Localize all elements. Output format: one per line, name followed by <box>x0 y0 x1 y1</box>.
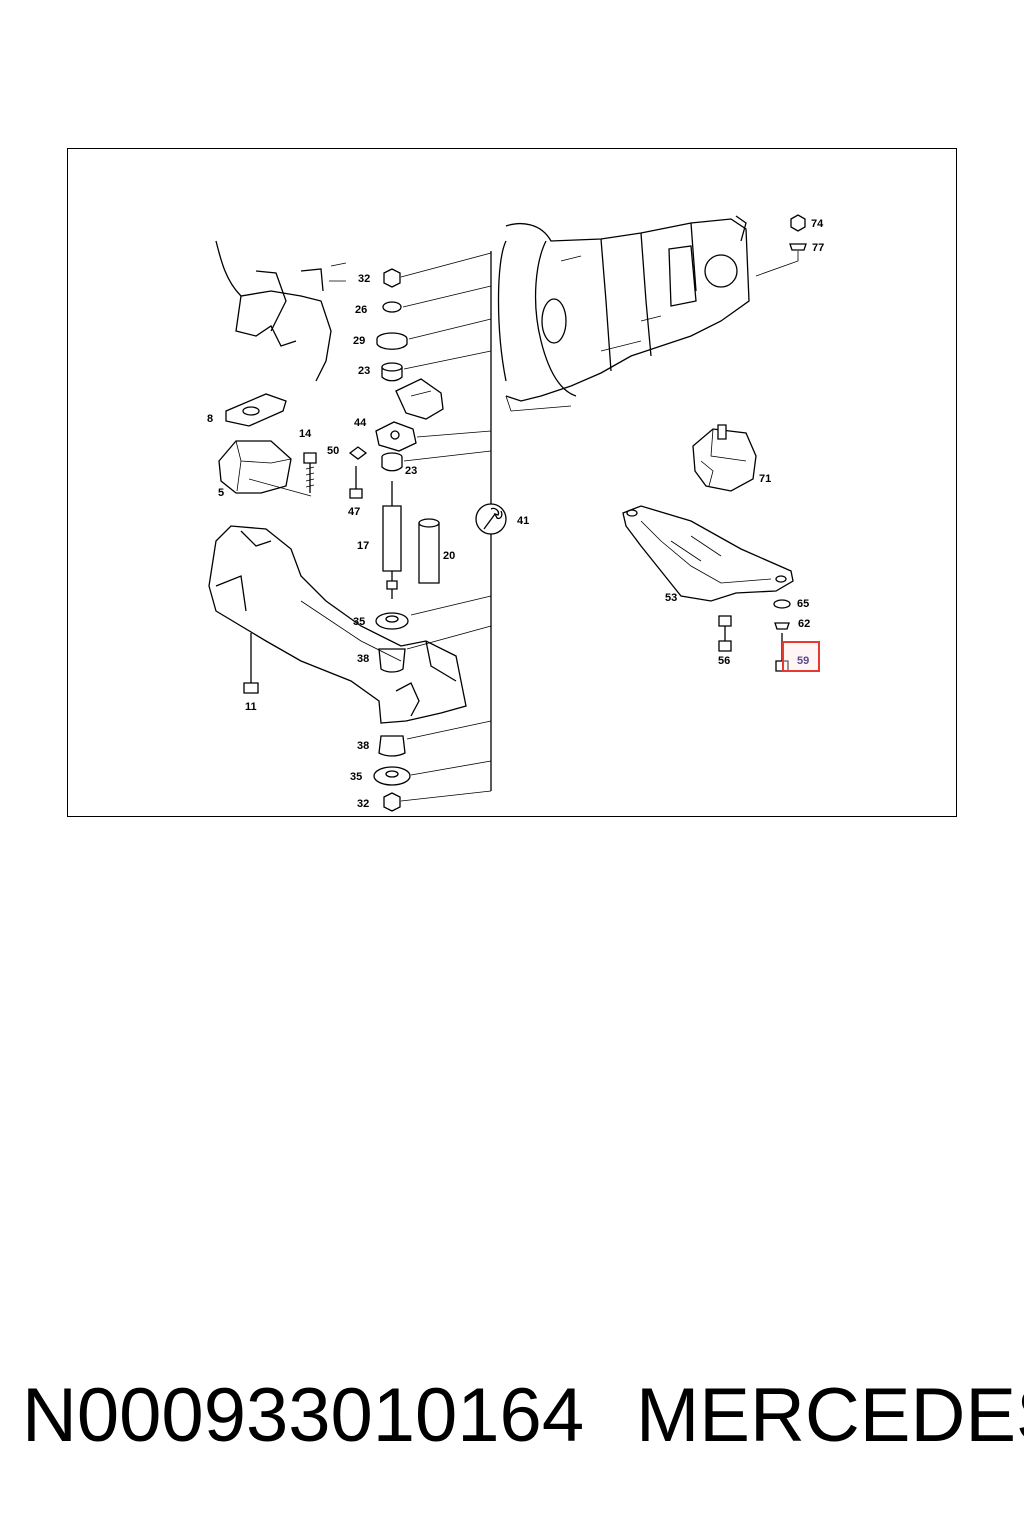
callout-35-upper: 35 <box>353 616 365 628</box>
callout-5: 5 <box>218 487 224 499</box>
callout-23-upper: 23 <box>358 365 370 377</box>
callout-71: 71 <box>759 473 771 485</box>
callout-62: 62 <box>798 618 810 630</box>
callout-59: 59 <box>797 655 809 667</box>
callout-35-lower: 35 <box>350 771 362 783</box>
mount-parts-left <box>218 393 317 494</box>
callout-47: 47 <box>348 506 360 518</box>
callout-74: 74 <box>811 218 824 230</box>
diagram-frame: 74 77 32 26 29 23 8 44 14 50 23 5 47 71 … <box>67 148 957 817</box>
callout-50: 50 <box>327 445 339 457</box>
wrench-icon <box>475 503 507 535</box>
callout-56: 56 <box>718 655 730 667</box>
callout-38-lower: 38 <box>357 740 369 752</box>
center-parts-stack <box>348 268 440 812</box>
callout-32-top: 32 <box>358 273 370 285</box>
callout-23-lower: 23 <box>405 465 417 477</box>
callout-38-upper: 38 <box>357 653 369 665</box>
callout-8: 8 <box>207 413 213 425</box>
callout-29: 29 <box>353 335 365 347</box>
callout-labels: 74 77 32 26 29 23 8 44 14 50 23 5 47 71 … <box>207 218 824 810</box>
crossmember-illustration <box>208 525 467 724</box>
brand-name: MERCEDES <box>636 1373 1024 1458</box>
callout-53: 53 <box>665 592 677 604</box>
parts-diagram: 74 77 32 26 29 23 8 44 14 50 23 5 47 71 … <box>207 214 824 812</box>
callout-77: 77 <box>812 242 824 254</box>
part-number: N000933010164 <box>22 1373 585 1458</box>
mount-71-illustration <box>692 424 757 492</box>
callout-14: 14 <box>299 428 312 440</box>
callout-32-bottom: 32 <box>357 798 369 810</box>
callout-17: 17 <box>357 540 369 552</box>
callout-26: 26 <box>355 304 367 316</box>
highlight-box-59 <box>782 641 820 672</box>
upper-bracket-illustration <box>395 378 444 420</box>
callout-11: 11 <box>245 701 257 713</box>
transmission-illustration <box>497 215 750 412</box>
callout-44: 44 <box>354 417 367 429</box>
callout-20: 20 <box>443 550 455 562</box>
callout-41: 41 <box>517 515 529 527</box>
carrier-plate-53-illustration <box>622 505 794 602</box>
callout-65: 65 <box>797 598 809 610</box>
engine-bracket-illustration <box>215 240 347 382</box>
